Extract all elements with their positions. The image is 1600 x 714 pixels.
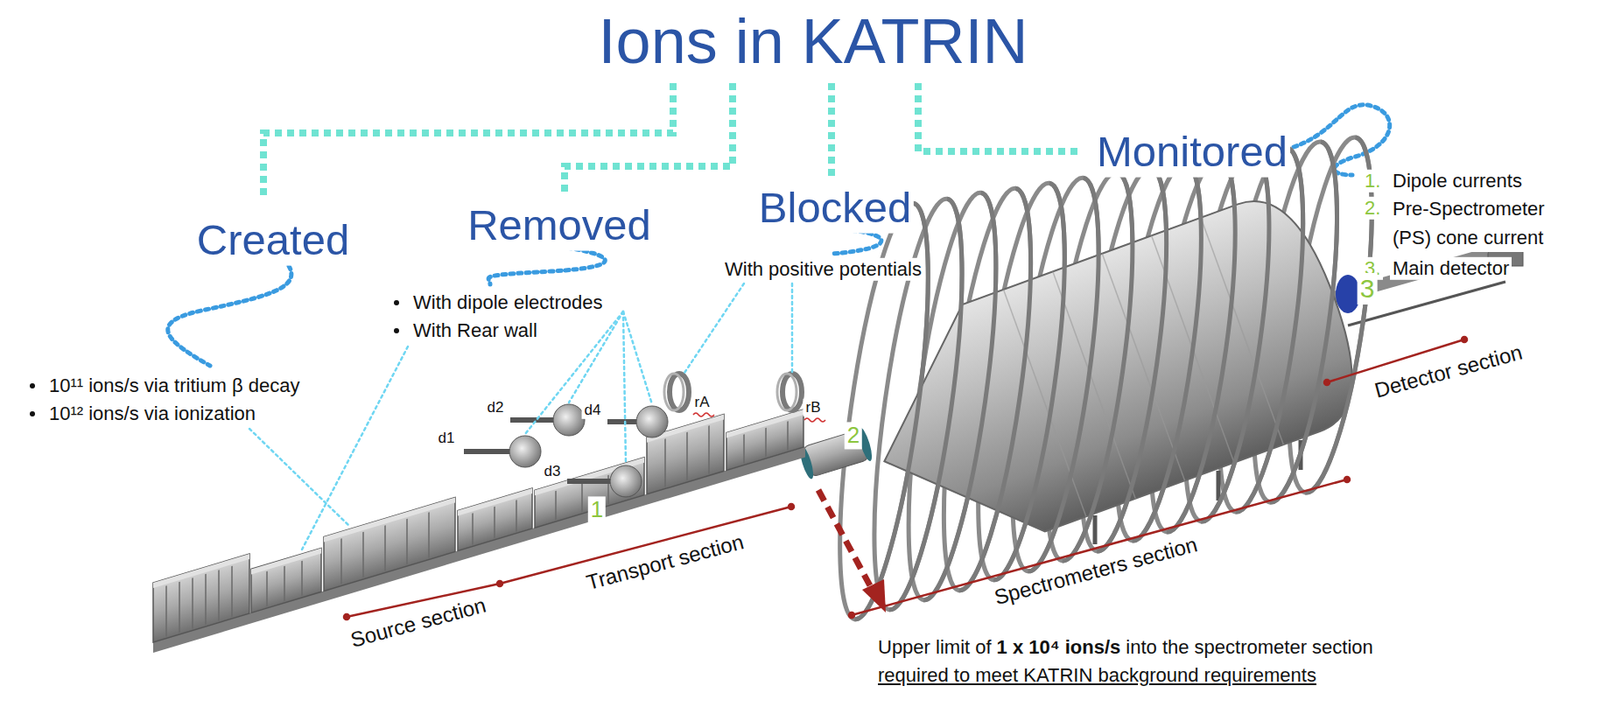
leader-lines bbox=[249, 283, 793, 550]
list-number: 2. bbox=[1361, 196, 1383, 220]
note-text: Upper limit of bbox=[877, 636, 992, 660]
part-label: rA bbox=[692, 393, 713, 412]
bullet-text: With dipole electrodes bbox=[410, 291, 605, 315]
note-text: With positive potentials bbox=[722, 258, 925, 281]
heading: Monitored bbox=[1094, 126, 1291, 178]
heading: Created bbox=[194, 214, 352, 267]
callout-number: 2 bbox=[844, 421, 863, 450]
callout-number: 1 bbox=[588, 496, 606, 524]
heading: Blocked bbox=[756, 182, 914, 234]
emphasis-text: 1 x 10⁴ ions/s bbox=[996, 636, 1122, 660]
bullet-dot bbox=[393, 328, 400, 334]
note-text: into the spectrometer section bbox=[1125, 636, 1373, 660]
bullet-dot bbox=[393, 300, 400, 306]
callout-number: 3 bbox=[1357, 273, 1378, 305]
air-coil-rings-front bbox=[855, 137, 1390, 625]
dipole-electrodes bbox=[463, 404, 668, 498]
part-label: d1 bbox=[435, 429, 458, 448]
list-text: Dipole currents bbox=[1389, 169, 1525, 193]
title: Ions in KATRIN bbox=[598, 3, 1029, 79]
part-label: rB bbox=[803, 399, 824, 417]
ion-flow-arrow bbox=[818, 490, 886, 613]
bullet-dot bbox=[29, 411, 36, 417]
part-label: d3 bbox=[541, 463, 564, 481]
part-label: d2 bbox=[484, 399, 507, 417]
pre-spectrometer bbox=[797, 426, 875, 481]
heading: Removed bbox=[464, 199, 654, 252]
section-label: Detector section bbox=[1369, 339, 1529, 405]
section-lines bbox=[343, 336, 1467, 620]
bullet-text: 10¹¹ ions/s via tritium β decay bbox=[46, 374, 303, 398]
list-text: Pre-Spectrometer (PS) cone current bbox=[1389, 194, 1571, 253]
note-text: required to meet KATRIN background requi… bbox=[875, 664, 1320, 688]
ring-electrodes bbox=[664, 373, 826, 422]
bullet-text: With Rear wall bbox=[410, 319, 541, 343]
bullet-dot bbox=[29, 383, 36, 389]
list-number: 1. bbox=[1361, 169, 1383, 193]
note-line: Upper limit of1 x 10⁴ ions/sinto the spe… bbox=[877, 636, 1374, 660]
part-label: d4 bbox=[582, 401, 604, 420]
title-links bbox=[263, 83, 1079, 200]
list-text: Main detector bbox=[1389, 257, 1512, 281]
bullet-text: 10¹² ions/s via ionization bbox=[46, 402, 259, 426]
